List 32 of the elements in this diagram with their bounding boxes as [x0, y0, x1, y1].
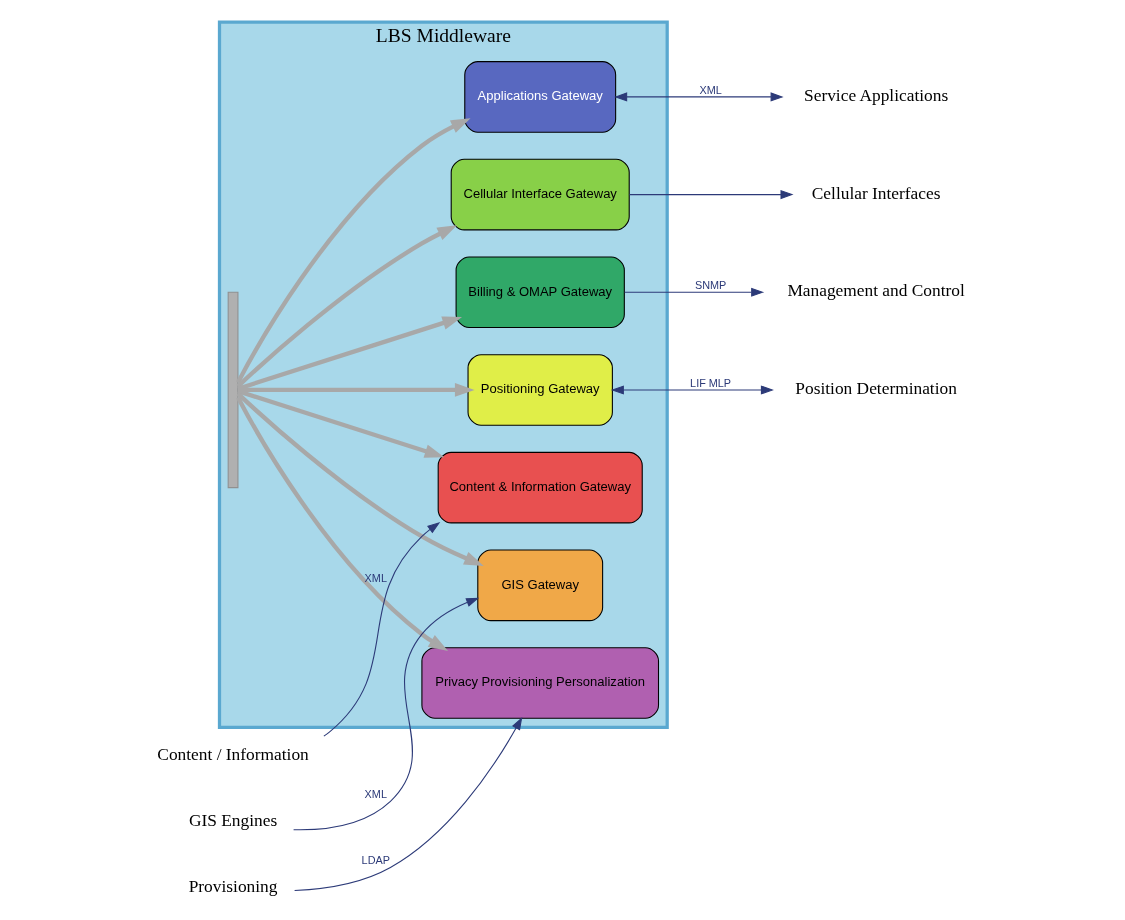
- arrow: [628, 189, 794, 199]
- node-text: Position Determination: [794, 378, 957, 398]
- edge-label: XML: [698, 83, 722, 96]
- arrow: [236, 315, 462, 391]
- arrow: [623, 287, 764, 297]
- edge-label: LDAP: [361, 853, 390, 866]
- arrow: [235, 395, 448, 651]
- arrow: [235, 391, 484, 566]
- node-text: Provisioning: [188, 876, 277, 896]
- edge-label: XML: [364, 571, 387, 584]
- node-box: Applications Gateway: [463, 60, 616, 133]
- node-box: Privacy Provisioning Personalization: [420, 646, 659, 719]
- edge-label: SNMP: [694, 278, 726, 291]
- arrow: [293, 716, 522, 891]
- arrow: [235, 117, 471, 383]
- node-text: GIS Engines: [188, 810, 277, 830]
- arrow: [235, 224, 457, 388]
- arrow: [610, 384, 774, 394]
- node-box: Cellular Interface Gateway: [450, 158, 630, 230]
- node-box: Positioning Gateway: [467, 353, 613, 426]
- node-bar: [227, 291, 238, 488]
- node-box: GIS Gateway: [476, 549, 603, 621]
- edge-label: LIF MLP: [689, 376, 731, 389]
- arrow: [292, 597, 479, 830]
- node-box: Content & Information Gateway: [437, 451, 643, 523]
- node-box: Billing & OMAP Gateway: [455, 255, 625, 328]
- edge-label: XML: [364, 787, 387, 800]
- node-text: Service Applications: [803, 85, 948, 105]
- node-text: Cellular Interfaces: [811, 183, 940, 203]
- node-text: Management and Control: [786, 280, 965, 300]
- node-text: Content / Information: [156, 744, 309, 764]
- arrow: [613, 91, 784, 101]
